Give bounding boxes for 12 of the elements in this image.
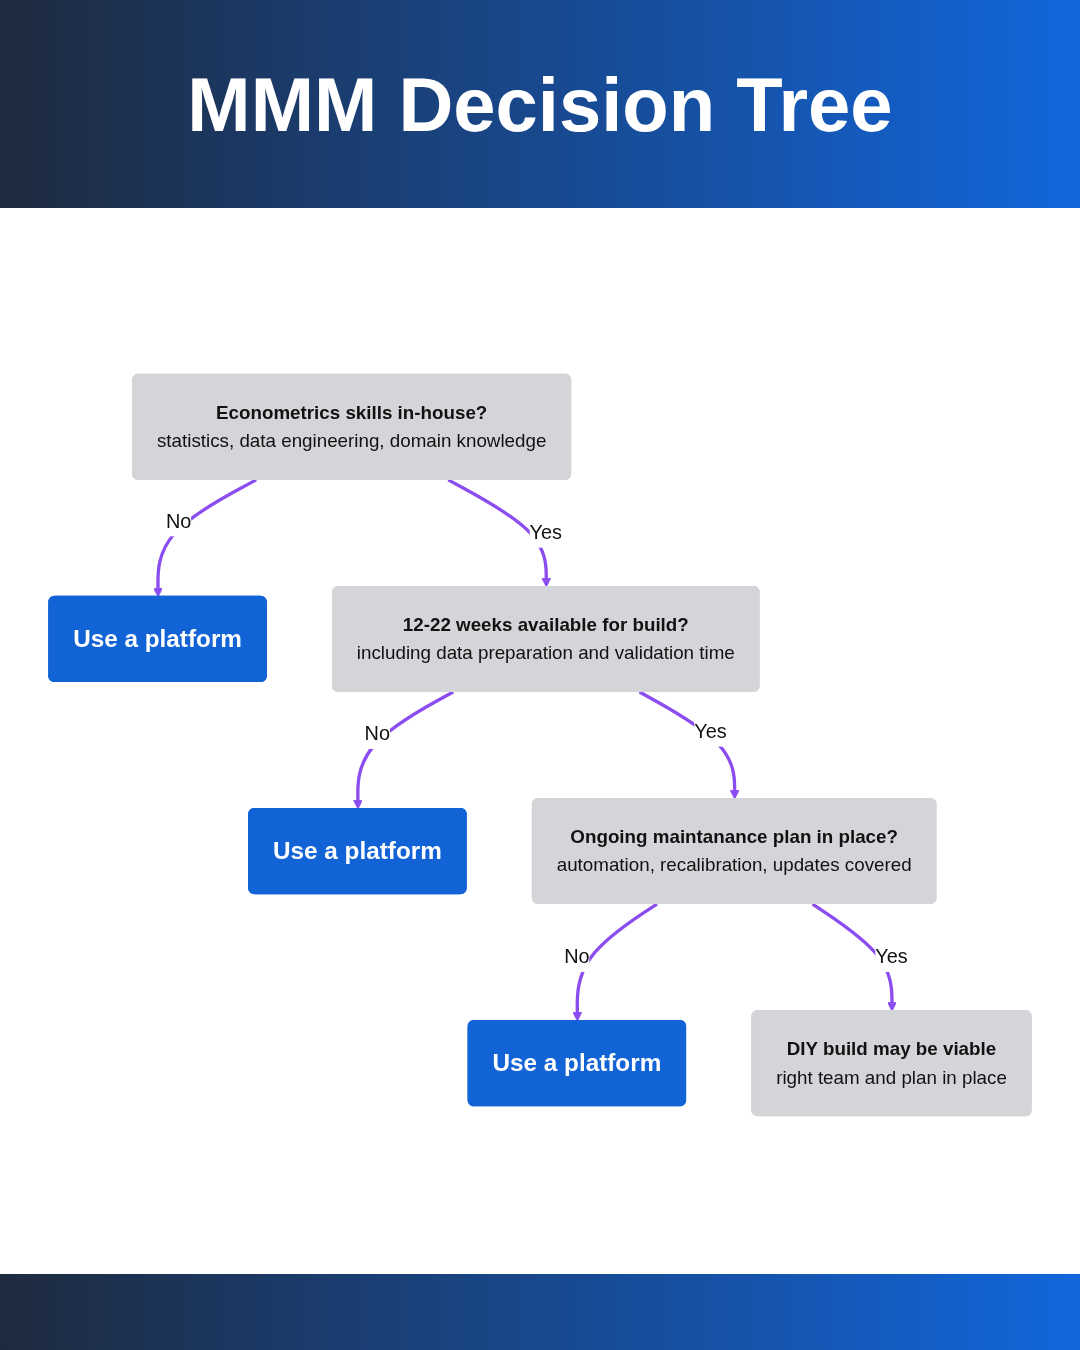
edge-label: Yes — [529, 521, 563, 544]
edge-label: No — [564, 945, 590, 968]
arrow — [447, 478, 552, 588]
arrow — [353, 690, 454, 810]
edge-label: Yes — [694, 720, 727, 743]
arrow — [153, 478, 257, 598]
title: MMM Decision Tree — [187, 60, 893, 148]
edge-label: No — [165, 509, 192, 533]
arrow — [638, 690, 740, 800]
edge-label: No — [364, 722, 390, 745]
edge-label: Yes — [875, 945, 908, 968]
arrow — [572, 902, 658, 1022]
